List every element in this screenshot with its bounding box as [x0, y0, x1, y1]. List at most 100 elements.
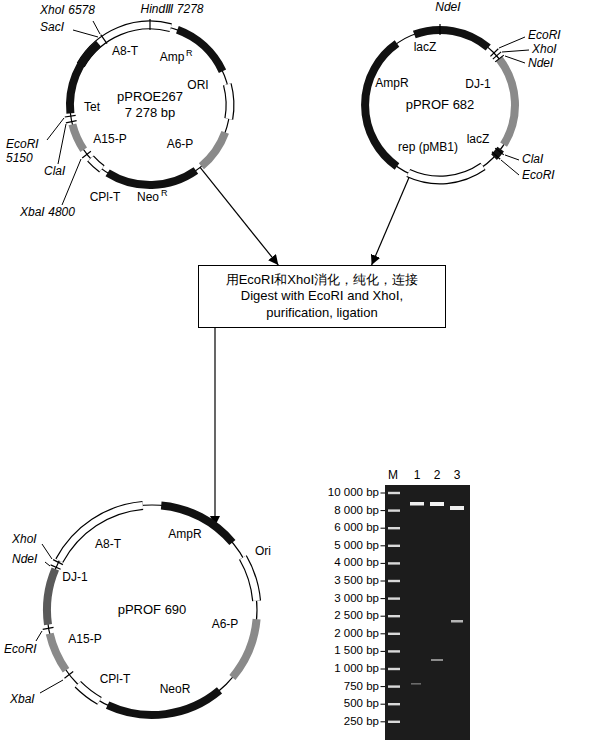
site-label: EcoRⅠ: [4, 643, 37, 657]
site-label: NdeⅠ: [528, 57, 554, 71]
gene-segment: [408, 166, 483, 180]
gene-segment: [161, 505, 232, 542]
marker-tick: [381, 493, 386, 494]
feature-label: lacZ: [414, 41, 437, 55]
size-marker-label: 8 000 bp: [334, 504, 379, 517]
dna-band: [450, 506, 464, 510]
lane-label: 2: [434, 469, 441, 483]
ladder-band: [388, 721, 400, 723]
feature-label: ORI: [187, 79, 208, 93]
dna-band: [431, 659, 443, 661]
size-marker-label: 500 bp: [344, 698, 379, 711]
site-tick: [495, 148, 504, 155]
gene-segment-outline: [227, 84, 230, 119]
leader-line: [501, 160, 519, 175]
leader-line: [93, 21, 100, 34]
size-marker-label: 2 500 bp: [334, 610, 379, 623]
site-tick: [65, 115, 76, 117]
process-text: 用EcoRⅠ和XhoⅠ消化，纯化，连接: [209, 272, 435, 288]
leader-line: [499, 37, 525, 48]
site-label: XbaⅠ: [10, 693, 35, 707]
feature-label: Neo: [137, 191, 159, 205]
feature-label: CPl-T: [100, 673, 131, 687]
plasmid-name-group: pPROF 690: [47, 505, 257, 715]
size-marker-label: 250 bp: [344, 715, 379, 728]
site-tick: [66, 121, 77, 123]
plasmid-backbone: [47, 505, 257, 715]
site-label: ClaⅠ: [522, 153, 544, 167]
site-label: HindⅢ 7278: [141, 3, 204, 17]
feature-label: A15-P: [93, 133, 126, 147]
gene-segment: [47, 569, 55, 625]
marker-tick: [381, 598, 386, 599]
site-tick: [439, 24, 440, 35]
size-marker-label: 750 bp: [344, 680, 379, 693]
marker-tick: [381, 651, 386, 652]
gene-segment: [243, 558, 257, 601]
feature-label: DJ-1: [465, 78, 490, 92]
feature-label: A8-T: [112, 45, 138, 59]
dna-band: [451, 620, 463, 623]
leader-line: [73, 30, 98, 37]
leader-line: [36, 631, 42, 641]
marker-tick: [381, 686, 386, 687]
process-arrow: [214, 328, 215, 526]
gene-segment-outline: [78, 684, 100, 701]
plasmid-map: pPROF 682: [365, 30, 515, 180]
lane-label: M: [388, 469, 398, 483]
lane-label: 3: [454, 469, 461, 483]
marker-tick: [381, 616, 386, 617]
site-tick: [101, 35, 107, 44]
site-label: NdeⅠ: [435, 1, 461, 15]
feature-label: Ori: [255, 545, 271, 559]
site-label: EcoRⅠ: [528, 29, 561, 43]
ladder-band: [388, 545, 400, 547]
ladder-band: [388, 597, 400, 599]
leader-line: [47, 118, 64, 140]
leader-line: [42, 544, 52, 559]
ladder-band: [388, 527, 400, 529]
site-tick: [65, 672, 74, 679]
ladder-band: [388, 562, 400, 564]
gel-image: [385, 485, 470, 740]
site-label: SacⅠ: [40, 21, 64, 35]
ladder-band: [388, 615, 400, 617]
gene-segment: [78, 684, 100, 701]
marker-tick: [381, 721, 386, 722]
gene-segment: [499, 59, 515, 145]
site-label: XhoⅠ: [12, 533, 37, 547]
ladder-band: [388, 668, 400, 670]
size-marker-label: 5 000 bp: [334, 539, 379, 552]
marker-tick: [381, 563, 386, 564]
process-arrow: [200, 167, 278, 265]
leader-line: [40, 680, 63, 693]
plasmid-name-group: pPROF 682: [365, 30, 515, 180]
site-label: XbaⅠ 4800: [20, 206, 75, 220]
dna-band: [430, 502, 444, 506]
plasmid-name: pPROF 690: [118, 602, 187, 618]
plasmid-backbone: [365, 30, 515, 180]
plasmid-map: pPROF 690: [47, 505, 257, 715]
gene-segment-outline: [243, 558, 257, 601]
ladder-band: [388, 685, 400, 687]
site-tick: [53, 560, 63, 565]
feature-label: A8-T: [95, 538, 121, 552]
site-label: ClaⅠ: [44, 165, 66, 179]
size-marker-label: 1 500 bp: [334, 645, 379, 658]
size-marker-label: 1 000 bp: [334, 662, 379, 675]
size-marker-label: 4 000 bp: [334, 557, 379, 570]
feature-label: A6-P: [212, 618, 239, 632]
gene-segment: [91, 159, 102, 169]
site-tick: [51, 565, 61, 569]
plasmid-backbone: [70, 25, 230, 185]
gene-segment-outline: [408, 166, 483, 180]
dna-band: [411, 683, 421, 685]
plasmid-name: pPROE267: [117, 89, 183, 105]
marker-tick: [381, 633, 386, 634]
gene-segment-outline: [91, 159, 102, 169]
leader-line: [505, 155, 519, 160]
site-tick: [43, 627, 54, 629]
ladder-band: [388, 492, 400, 494]
ladder-band: [388, 703, 400, 705]
size-marker-label: 2 000 bp: [334, 627, 379, 640]
